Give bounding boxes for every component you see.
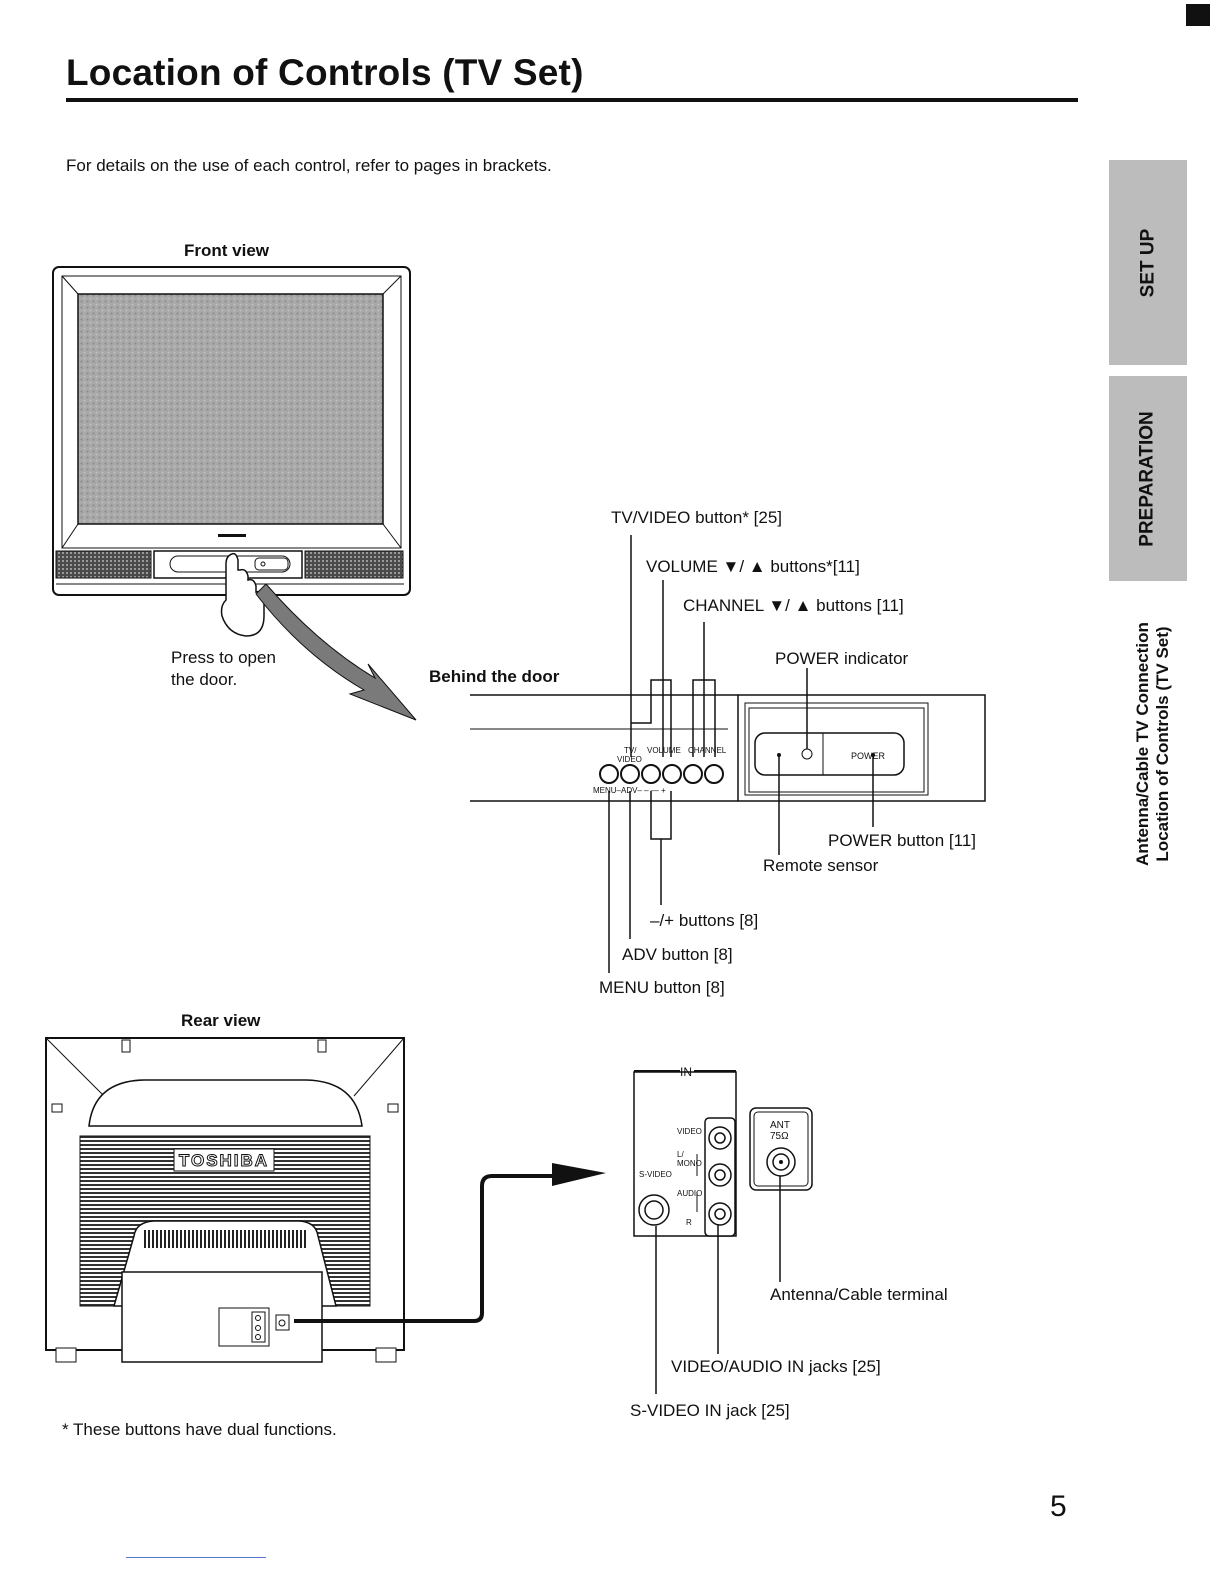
section-heading: Antenna/Cable TV Connection Location of … (1098, 608, 1208, 880)
mono-jack-label: MONO (677, 1159, 702, 1168)
tab-preparation-label: PREPARATION (1137, 410, 1158, 547)
tab-set-up-label: SET UP (1137, 228, 1158, 297)
panel-volume-label: VOLUME (647, 746, 681, 755)
s-video-jack-label: S-VIDEO (639, 1170, 672, 1179)
panel-power-label: POWER (851, 751, 886, 761)
panel-menu-adv-label: MENU–ADV– – — + (593, 786, 666, 795)
tab-set-up[interactable]: SET UP (1109, 160, 1187, 365)
video-audio-jacks-label: VIDEO/AUDIO IN jacks [25] (671, 1357, 881, 1376)
bottom-rule (126, 1557, 266, 1558)
remote-sensor-label: Remote sensor (763, 856, 879, 875)
section-line-1: Antenna/Cable TV Connection (1133, 622, 1152, 866)
l-jack-label: L/ (677, 1150, 684, 1159)
press-note-line-1: Press to open (171, 648, 276, 667)
behind-door-diagram (470, 535, 986, 973)
footnote: * These buttons have dual functions. (62, 1420, 337, 1439)
section-line-2: Location of Controls (TV Set) (1153, 626, 1172, 862)
page-title: Location of Controls (TV Set) (66, 52, 584, 93)
video-jack-label: VIDEO (677, 1127, 702, 1136)
press-note-line-2: the door. (171, 670, 238, 689)
antenna-terminal-label: Antenna/Cable terminal (770, 1285, 948, 1304)
page-number: 5 (1050, 1490, 1067, 1523)
corner-marker (1186, 4, 1210, 26)
r-jack-label: R (686, 1218, 692, 1227)
menu-button-label: MENU button [8] (599, 978, 725, 997)
rear-view-caption: Rear view (181, 1011, 261, 1030)
front-view-illustration (52, 266, 417, 721)
channel-buttons-label: CHANNEL ▼/ ▲ buttons [11] (683, 596, 904, 615)
power-indicator-label: POWER indicator (775, 649, 909, 668)
rear-input-panel (633, 1070, 813, 1394)
panel-video-label: VIDEO (617, 755, 642, 764)
front-view-caption: Front view (184, 241, 270, 260)
tab-preparation[interactable]: PREPARATION (1109, 376, 1187, 581)
volume-buttons-label: VOLUME ▼/ ▲ buttons*[11] (646, 557, 860, 576)
ant-ohm-label: 75Ω (770, 1131, 789, 1142)
in-label: IN (680, 1065, 692, 1079)
audio-jack-label: AUDIO (677, 1189, 703, 1198)
panel-channel-label: CHANNEL (688, 746, 727, 755)
behind-door-caption: Behind the door (429, 667, 560, 686)
intro-text: For details on the use of each control, … (66, 156, 552, 175)
s-video-jack-caption: S-VIDEO IN jack [25] (630, 1401, 790, 1420)
minus-plus-buttons-label: –/+ buttons [8] (650, 911, 759, 930)
panel-tv-label: TV/ (624, 746, 637, 755)
rear-view-illustration (45, 1037, 606, 1363)
tv-video-button-label: TV/VIDEO button* [25] (611, 508, 783, 527)
power-button-label: POWER button [11] (828, 831, 977, 850)
ant-label: ANT (770, 1120, 790, 1131)
adv-button-label: ADV button [8] (622, 945, 733, 964)
title-rule (66, 98, 1078, 102)
toshiba-brand: TOSHIBA (178, 1151, 270, 1171)
